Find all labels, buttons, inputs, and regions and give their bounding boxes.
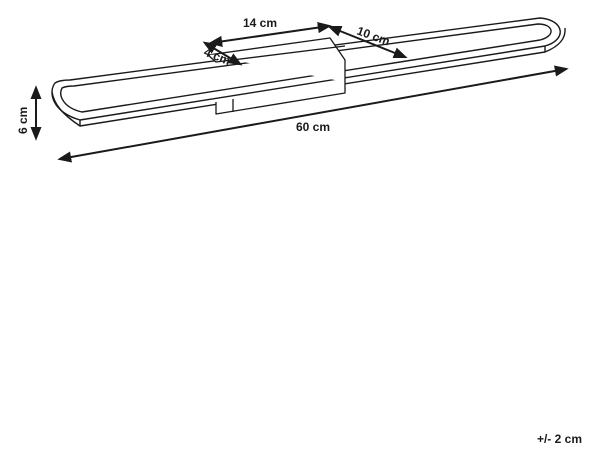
bracket-depth-dimension-line bbox=[327, 25, 408, 59]
height-label: 6 cm bbox=[16, 107, 30, 134]
length-dimension-line bbox=[57, 65, 569, 163]
bracket-thickness-label: 4 cm bbox=[202, 45, 233, 68]
bracket-thickness-dimension-line bbox=[202, 41, 243, 66]
length-label: 60 cm bbox=[296, 120, 330, 134]
bracket-width-label: 14 cm bbox=[243, 16, 277, 30]
tolerance-note: +/- 2 cm bbox=[536, 432, 582, 446]
bracket-width-dimension-line bbox=[208, 22, 332, 47]
mounting-bracket bbox=[207, 37, 346, 115]
